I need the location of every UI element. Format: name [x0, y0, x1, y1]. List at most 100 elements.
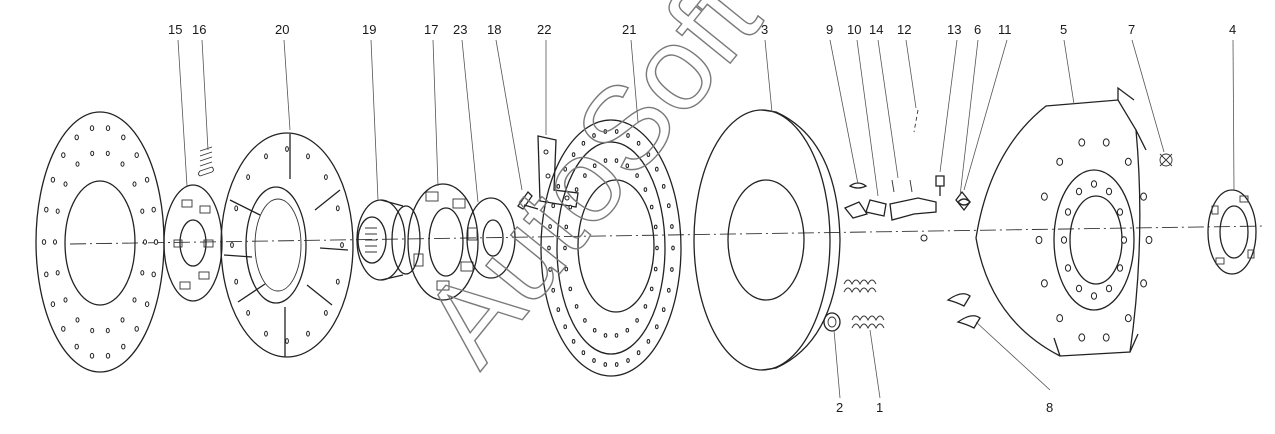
hole	[230, 242, 234, 248]
hole	[655, 166, 659, 172]
hole	[1124, 314, 1132, 323]
hole	[667, 203, 671, 209]
hole	[626, 358, 630, 363]
hole	[548, 267, 552, 272]
hole	[55, 208, 60, 214]
hole	[1056, 157, 1064, 166]
hole	[264, 153, 268, 160]
hole	[1102, 138, 1110, 147]
hole	[75, 161, 80, 167]
callout-3: 3	[761, 22, 768, 37]
hole	[151, 271, 156, 278]
callout-1: 1	[876, 400, 883, 415]
hole	[246, 310, 251, 316]
hole	[140, 270, 145, 276]
callout-18: 18	[487, 22, 501, 37]
cover-ring	[693, 109, 841, 371]
hole	[1120, 236, 1128, 244]
callout-13: 13	[947, 22, 961, 37]
small-spring	[1159, 153, 1173, 167]
hole	[653, 266, 658, 272]
hole	[1064, 208, 1072, 216]
hub-plate	[163, 184, 223, 302]
hole	[614, 362, 619, 367]
hole	[50, 176, 56, 183]
hole	[592, 358, 596, 363]
hole	[581, 350, 586, 356]
leader-lines	[177, 39, 1235, 399]
hole	[89, 352, 95, 359]
callout-14: 14	[869, 22, 883, 37]
hole	[1102, 333, 1110, 342]
hole	[626, 133, 630, 138]
hole	[41, 239, 47, 245]
hole	[105, 327, 110, 334]
callout-8: 8	[1046, 400, 1053, 415]
hole	[556, 307, 561, 313]
hole	[670, 267, 674, 272]
hole	[571, 152, 576, 158]
hole	[1041, 192, 1048, 201]
hole	[625, 328, 630, 333]
hole	[1090, 292, 1098, 300]
hole	[603, 362, 608, 367]
hole	[89, 125, 95, 132]
friction-facing	[35, 111, 165, 373]
hole	[1075, 284, 1083, 293]
hole	[285, 146, 289, 152]
hole	[646, 152, 651, 158]
hole	[551, 203, 556, 209]
hole	[571, 339, 576, 344]
hole	[1035, 235, 1043, 245]
callout-7: 7	[1128, 22, 1135, 37]
hole	[583, 173, 587, 178]
callout-2: 2	[836, 400, 843, 415]
hole	[61, 326, 66, 332]
hole	[563, 324, 568, 330]
hole	[583, 318, 587, 323]
hole	[306, 153, 310, 160]
hole	[625, 163, 630, 168]
callout-22: 22	[537, 22, 551, 37]
springs	[823, 279, 885, 332]
hole	[1105, 284, 1113, 293]
hole	[340, 242, 344, 248]
hole	[548, 224, 552, 229]
pin	[517, 190, 539, 210]
hole	[246, 174, 251, 181]
hole	[1056, 314, 1064, 323]
hole	[74, 343, 79, 350]
driven-disc	[220, 132, 354, 358]
hole	[592, 328, 597, 333]
hole	[144, 176, 150, 183]
hole	[671, 245, 675, 251]
callout-17: 17	[424, 22, 438, 37]
callout-19: 19	[362, 22, 376, 37]
callout-10: 10	[847, 22, 861, 37]
callout-9: 9	[826, 22, 833, 37]
spring-16	[198, 146, 214, 177]
callout-11: 11	[998, 22, 1012, 37]
hole	[1116, 208, 1124, 216]
hole	[1145, 235, 1153, 245]
callout-5: 5	[1060, 22, 1067, 37]
hole	[635, 173, 639, 178]
hole	[574, 304, 579, 309]
hole	[564, 266, 569, 272]
hole	[649, 204, 654, 210]
release-ring	[1207, 189, 1257, 275]
hole	[1140, 192, 1147, 201]
callout-20: 20	[275, 22, 289, 37]
washer	[466, 197, 516, 279]
hole	[649, 286, 654, 292]
hole	[324, 310, 328, 316]
hole	[592, 133, 596, 138]
pressure-plate	[540, 119, 682, 377]
callout-15: 15	[168, 22, 182, 37]
hole	[105, 352, 111, 359]
hole	[335, 278, 340, 285]
release-levers	[843, 109, 971, 242]
hole	[335, 205, 340, 212]
hole	[1105, 187, 1113, 196]
hole	[120, 317, 125, 323]
